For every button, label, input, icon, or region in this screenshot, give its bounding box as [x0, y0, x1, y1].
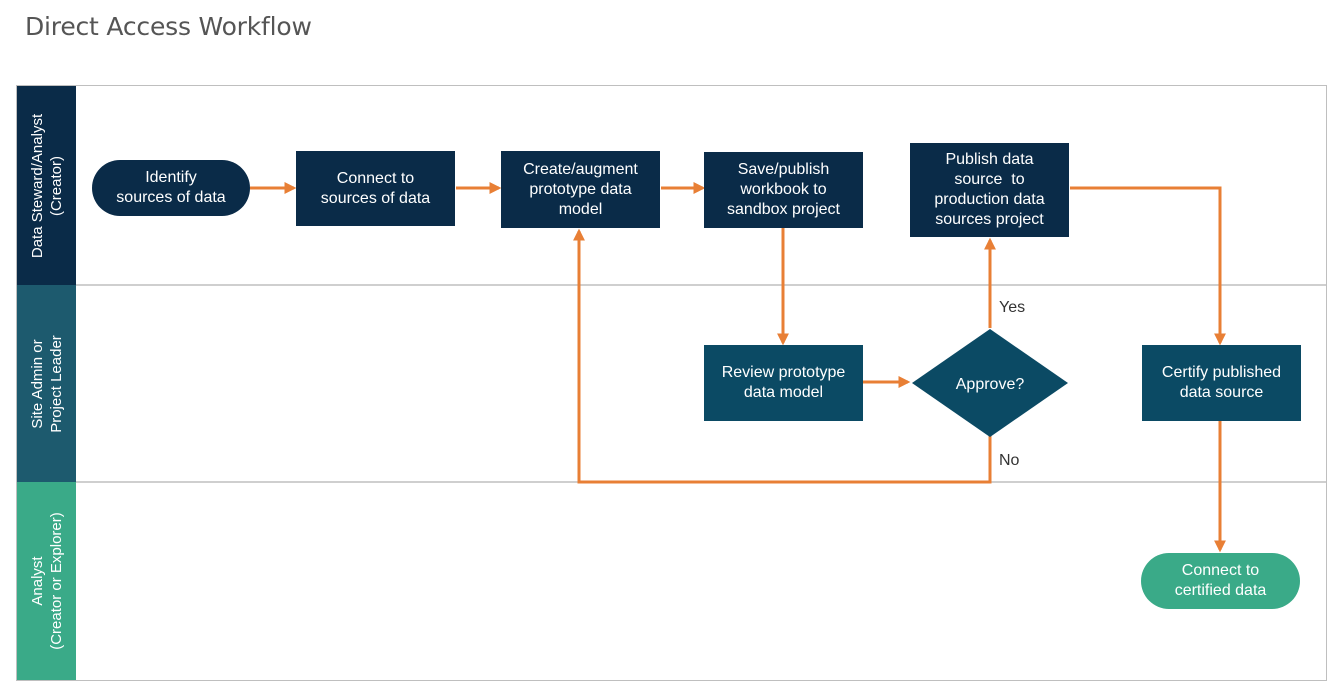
node-line: prototype data: [529, 180, 632, 198]
node-line: model: [558, 200, 603, 218]
lane-label-creator: Data Steward/Analyst (Creator): [17, 86, 77, 285]
node-line: Create/augment: [523, 160, 638, 178]
lane-band-creator: [17, 86, 76, 285]
edge-label-yes: Yes: [999, 299, 1026, 316]
node-publish-data-source: Publish data source to production data s…: [910, 143, 1069, 237]
node-line: Identify: [145, 169, 197, 186]
lane-label-line: Project Leader: [48, 334, 65, 433]
lane-label-line: (Creator or Explorer): [48, 512, 66, 650]
lane-label-admin: Site Admin or Project Leader: [17, 285, 77, 482]
node-line: Certify published: [1161, 364, 1282, 381]
node-save-publish-workbook: Save/publish workbook to sandbox project: [704, 152, 863, 228]
node-connect-sources: Connect to sources of data: [296, 151, 455, 226]
edge-approve-no-to-create: [573, 228, 992, 484]
node-line: sources of data: [116, 189, 226, 206]
node-line: workbook to: [740, 181, 827, 198]
node-line: sources project: [935, 211, 1044, 228]
node-line: data model: [743, 384, 824, 401]
node-line: sandbox project: [727, 201, 840, 218]
lane-label-analyst: Analyst (Creator or Explorer): [17, 482, 77, 680]
node-line: source to: [954, 171, 1025, 188]
node-identify-sources: Identify sources of data: [92, 160, 250, 216]
diagram-title: Direct Access Workflow: [25, 12, 312, 41]
node-line: Connect to: [336, 169, 415, 187]
node-line: Save/publish: [737, 161, 830, 178]
edge-label-no: No: [999, 452, 1020, 469]
node-line: certified data: [1174, 582, 1267, 599]
node-review-prototype: Review prototype data model: [704, 345, 863, 421]
approve-decision-diamond: [912, 329, 1068, 437]
node-connect-certified-data: Connect to certified data: [1141, 553, 1300, 609]
node-create-prototype: Create/augment prototype data model: [501, 151, 660, 228]
approve-decision-label: Approve?: [956, 376, 1025, 393]
node-line: Connect to: [1181, 562, 1260, 579]
lane-label-line: (Creator): [48, 155, 65, 216]
node-line: data source: [1179, 384, 1264, 401]
node-line: production data: [934, 191, 1045, 208]
node-line: sources of data: [320, 189, 431, 207]
node-certify-data-source: Certify published data source: [1142, 345, 1301, 421]
edge-publish-to-certify: [1070, 186, 1226, 346]
lane-band-admin: [17, 285, 76, 482]
lane-label-line: Site Admin or: [29, 338, 46, 429]
lane-label-line: Analyst: [29, 556, 47, 606]
node-line: Publish data: [945, 151, 1034, 168]
lane-label-line: Data Steward/Analyst: [29, 113, 46, 258]
lane-band-analyst: [17, 482, 76, 680]
node-line: Review prototype: [721, 364, 846, 381]
